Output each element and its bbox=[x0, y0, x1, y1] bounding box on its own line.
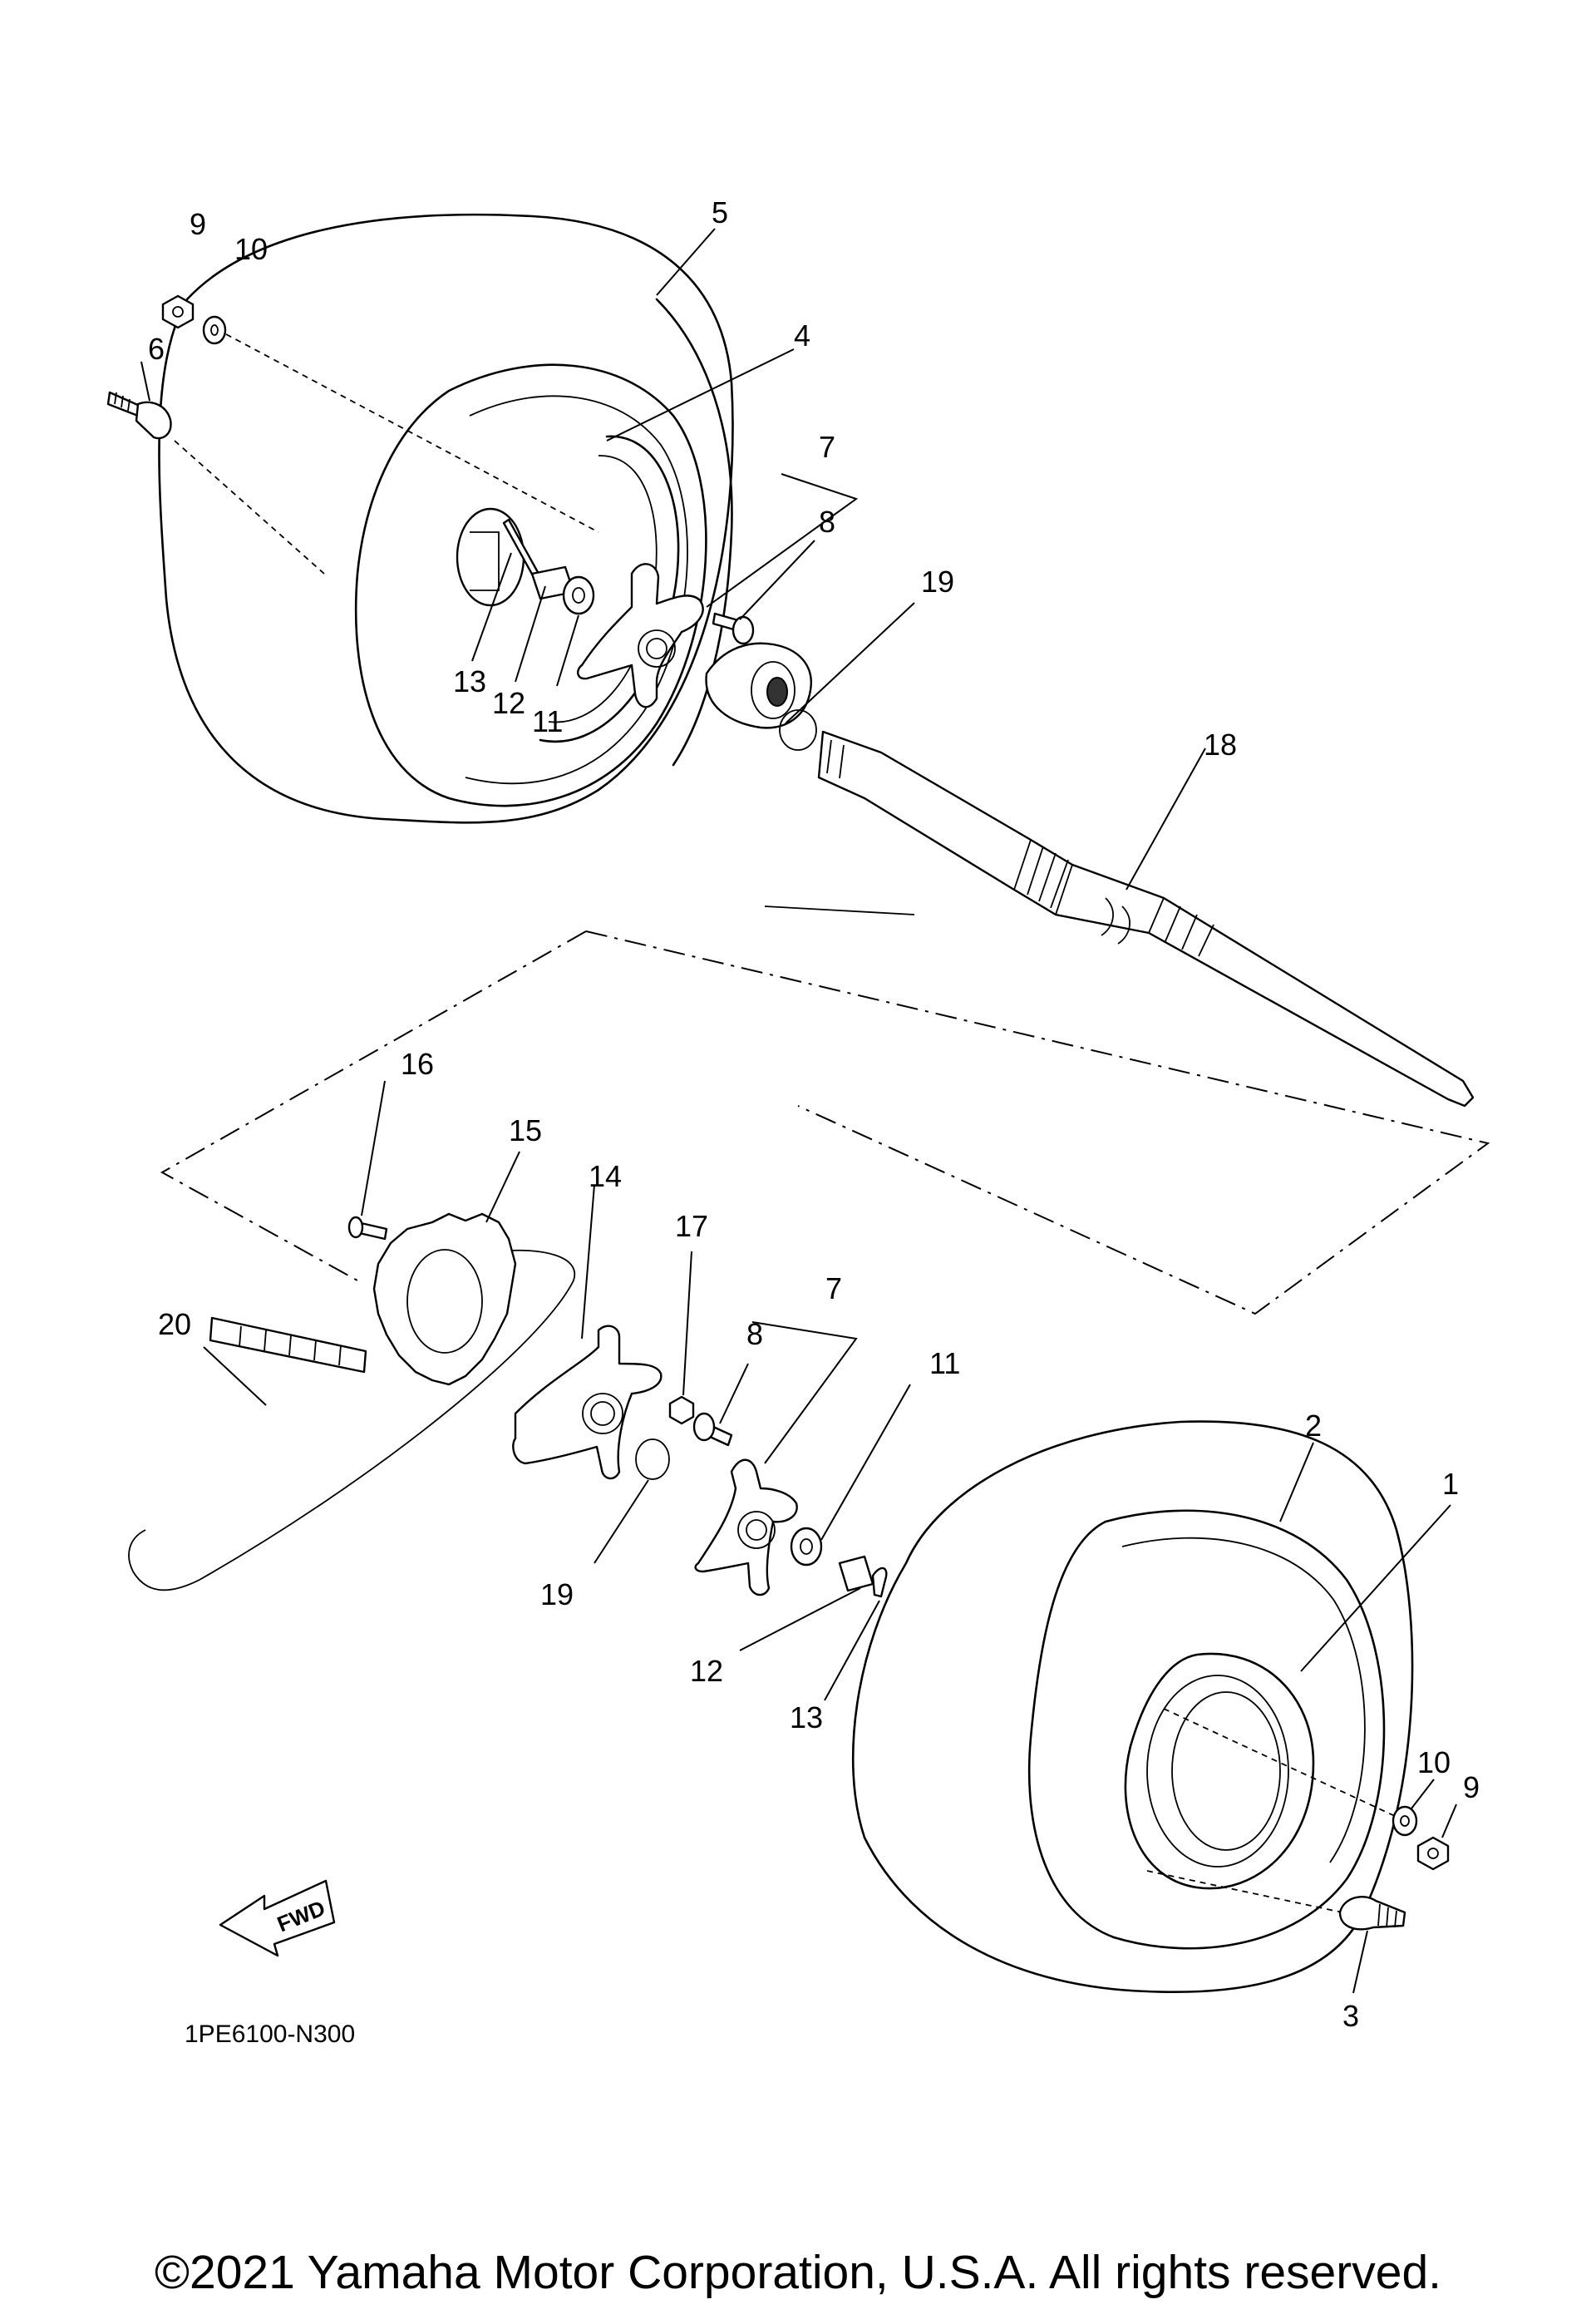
callout-15: 15 bbox=[509, 1113, 542, 1147]
o-ring-upper bbox=[779, 709, 817, 751]
washer-lower-10 bbox=[1392, 1805, 1418, 1837]
bearing-housing-upper bbox=[705, 642, 812, 729]
washer-upper-11 bbox=[562, 575, 595, 615]
lower-right-wheel bbox=[851, 1420, 1450, 1993]
diagram-code: 1PE6100-N300 bbox=[185, 2021, 355, 2048]
fwd-arrow-icon: FWD bbox=[219, 1879, 336, 1957]
dashed-line-valve bbox=[174, 440, 325, 575]
flange-nut-lower bbox=[1416, 1836, 1450, 1871]
callout-numbers: 9 10 6 5 4 7 8 19 13 12 11 18 16 15 14 1… bbox=[148, 195, 1480, 2033]
callout-14: 14 bbox=[589, 1159, 622, 1193]
lower-tire-sidewall bbox=[1027, 1509, 1386, 1950]
callout-8-lower: 8 bbox=[746, 1317, 763, 1351]
upper-tire-sidewall-inner bbox=[465, 395, 688, 785]
callout-6: 6 bbox=[148, 332, 165, 366]
lower-rim bbox=[1124, 1652, 1315, 1890]
chain-links bbox=[209, 1316, 367, 1374]
callout-17: 17 bbox=[675, 1209, 708, 1243]
callout-5: 5 bbox=[712, 195, 728, 229]
callout-19-upper: 19 bbox=[921, 565, 954, 599]
sprocket bbox=[372, 1212, 517, 1386]
callout-7-lower: 7 bbox=[825, 1271, 842, 1305]
callout-3: 3 bbox=[1342, 1999, 1359, 2033]
upper-tire-tread bbox=[655, 298, 733, 767]
upper-left-wheel bbox=[158, 213, 734, 824]
washer-upper bbox=[202, 315, 227, 345]
callout-18: 18 bbox=[1204, 728, 1237, 762]
callout-leaders bbox=[140, 228, 1457, 1994]
callout-2: 2 bbox=[1305, 1409, 1322, 1443]
lower-hub-opening bbox=[1146, 1675, 1289, 1868]
valve-stem-lower bbox=[1338, 1896, 1406, 1931]
callout-13-upper: 13 bbox=[453, 664, 486, 698]
dashed-line-lower-valve bbox=[1146, 1870, 1343, 1913]
castle-nut-lower bbox=[838, 1555, 874, 1592]
callout-11-lower: 11 bbox=[929, 1346, 960, 1380]
callout-11-upper: 11 bbox=[532, 704, 563, 738]
callout-10-upper: 10 bbox=[234, 232, 268, 266]
drive-chain bbox=[128, 1249, 576, 1591]
nut-17 bbox=[668, 1395, 695, 1425]
rear-axle bbox=[817, 730, 1475, 1108]
flange-nut-upper bbox=[161, 294, 195, 329]
valve-stem-upper bbox=[106, 391, 141, 417]
callout-12-upper: 12 bbox=[492, 686, 525, 720]
callout-7-upper: 7 bbox=[819, 430, 835, 464]
lower-drive-parts bbox=[128, 1212, 888, 1598]
callout-10-lower: 10 bbox=[1417, 1745, 1451, 1779]
line-hub-axis-lower bbox=[764, 905, 915, 915]
washer-lower-11 bbox=[790, 1527, 823, 1567]
callout-9-lower: 9 bbox=[1463, 1770, 1480, 1804]
lower-tire-sidewall-inner bbox=[1121, 1537, 1366, 1863]
callout-12-lower: 12 bbox=[690, 1654, 723, 1688]
callout-1: 1 bbox=[1442, 1467, 1459, 1501]
upper-small-parts bbox=[106, 294, 817, 751]
o-ring-lower bbox=[635, 1438, 670, 1480]
callout-13-lower: 13 bbox=[790, 1700, 823, 1734]
upper-tire-sidewall bbox=[354, 363, 707, 807]
dashed-line-washer-hub bbox=[225, 333, 599, 533]
copyright-notice: ©2021 Yamaha Motor Corporation, U.S.A. A… bbox=[155, 2246, 1441, 2299]
upper-tire-outline bbox=[158, 213, 734, 824]
cotter-pin-lower bbox=[871, 1567, 888, 1598]
callout-8-upper: 8 bbox=[819, 505, 835, 539]
callout-19-lower: 19 bbox=[540, 1577, 574, 1611]
callout-9-upper: 9 bbox=[190, 207, 206, 241]
upper-hub-detail bbox=[470, 531, 500, 591]
callout-16: 16 bbox=[401, 1047, 434, 1081]
lower-tire-outline bbox=[851, 1420, 1414, 1993]
callout-20: 20 bbox=[158, 1307, 191, 1341]
callout-4: 4 bbox=[794, 318, 810, 353]
assembly-reference-frame bbox=[160, 930, 1490, 1315]
hub-upper bbox=[577, 563, 704, 708]
sprocket-center bbox=[406, 1249, 483, 1354]
